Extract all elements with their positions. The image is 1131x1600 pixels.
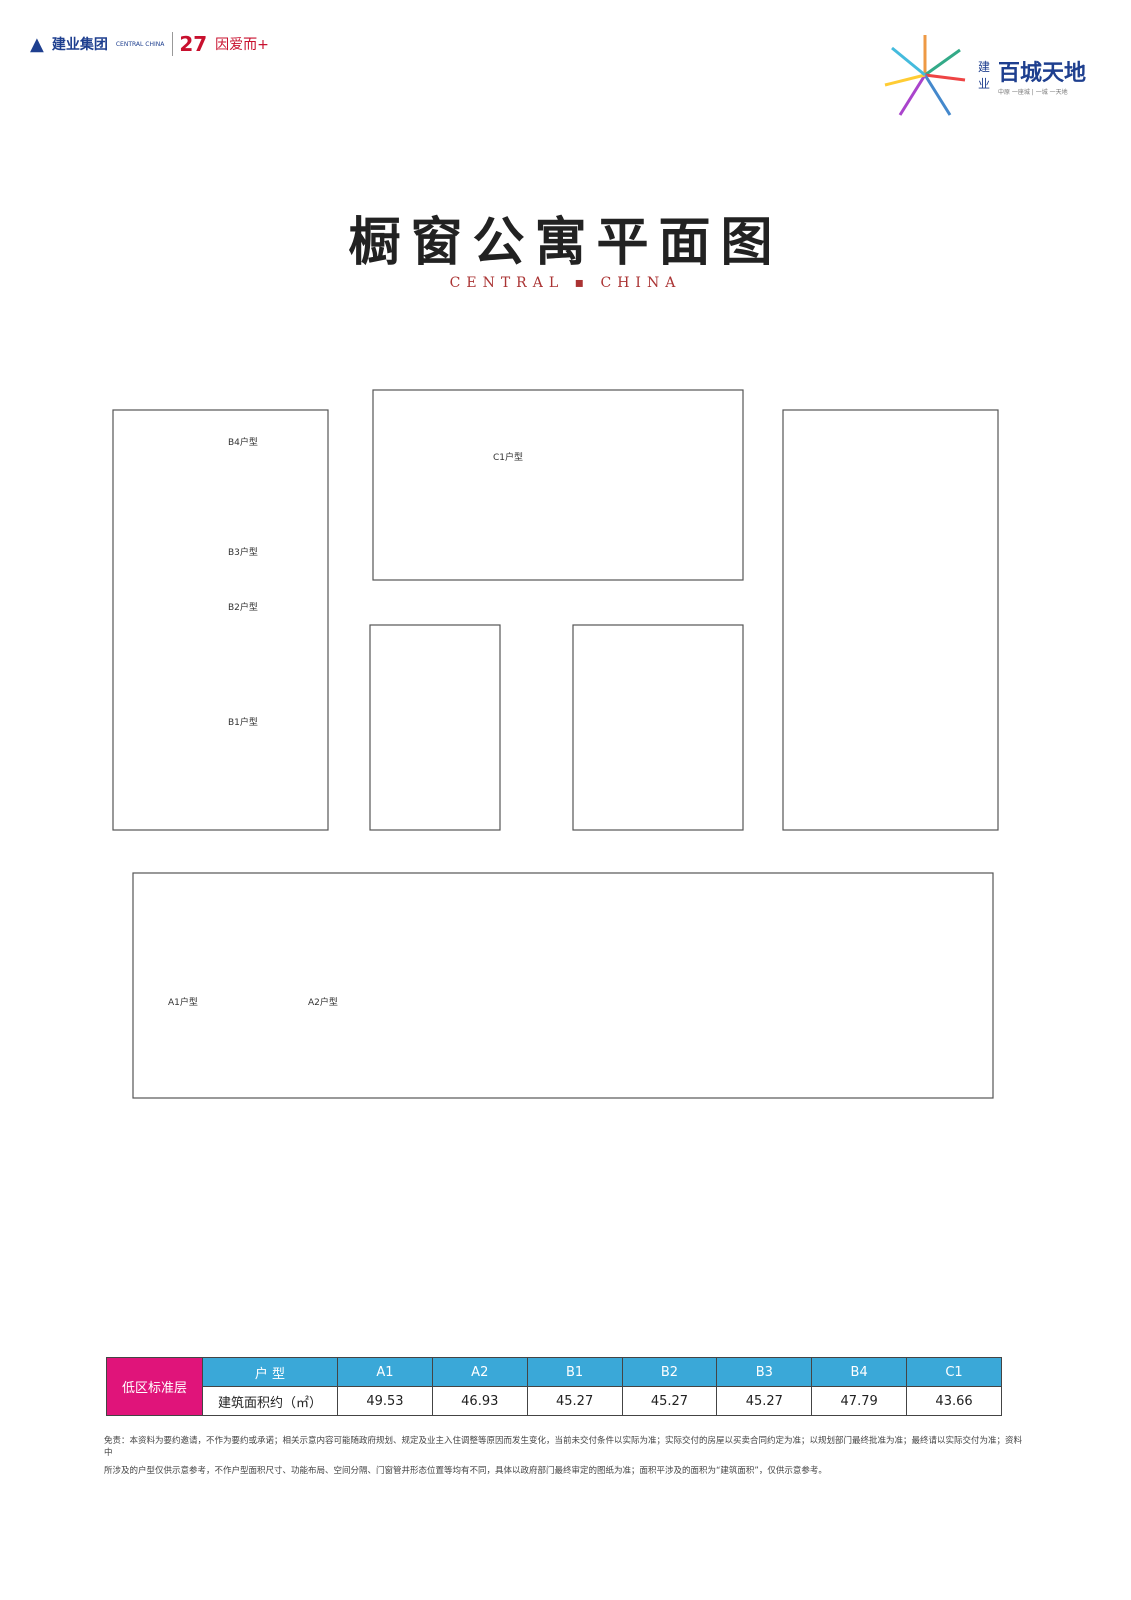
brand-cn: 建业集团 <box>51 37 108 53</box>
unit-label-B2: B2户型 <box>228 601 258 613</box>
floor-label: 低区标准层 <box>106 1357 203 1416</box>
area-table: 低区标准层 户 型 A1 A2 B1 B2 B3 B4 C1 建筑面积约（㎡） … <box>106 1357 1002 1416</box>
type-B2: B2 <box>621 1357 718 1387</box>
area-B4: 47.79 <box>811 1386 908 1416</box>
area-A1: 49.53 <box>337 1386 433 1416</box>
row-label: 建筑面积约（㎡） <box>202 1386 338 1416</box>
brand-en: CENTRAL CHINA <box>115 40 165 48</box>
type-B1: B1 <box>526 1357 623 1387</box>
brand-logo-icon: ▲ <box>30 33 44 55</box>
unit-label-B3: B3户型 <box>228 546 258 558</box>
brand-header: ▲ 建业集团 CENTRAL CHINA 27 因爱而+ <box>30 32 269 56</box>
core-west <box>369 624 501 831</box>
slogan-text: 因爱而+ <box>215 37 269 53</box>
unit-label-A2: A2户型 <box>308 996 338 1008</box>
east-wing <box>782 409 999 831</box>
south-wing <box>132 872 994 1099</box>
type-A2: A2 <box>431 1357 528 1387</box>
unit-label-C1: C1户型 <box>493 451 523 463</box>
unit-label-B4: B4户型 <box>228 436 258 448</box>
page-subtitle: CENTRAL ▪ CHINA <box>449 275 682 291</box>
core-east <box>572 624 744 831</box>
project-prefix: 建 业 <box>977 60 990 91</box>
area-B2: 45.27 <box>621 1386 718 1416</box>
starburst-icon <box>884 35 966 116</box>
unit-label-B1: B1户型 <box>228 716 258 728</box>
page-title: 橱窗公寓平面图 <box>348 212 783 273</box>
area-B3: 45.27 <box>716 1386 813 1416</box>
project-logo: 建 业 百城天地 中原 一座城 | 一城 一天地 <box>880 30 1086 120</box>
north-wing <box>372 389 744 581</box>
area-B1: 45.27 <box>526 1386 623 1416</box>
disclaimer-2: 所涉及的户型仅供示意参考，不作户型面积尺寸、功能布局、空间分隔、门窗管井形态位置… <box>104 1466 827 1476</box>
area-A2: 46.93 <box>431 1386 528 1416</box>
type-A1: A1 <box>337 1357 433 1387</box>
area-C1: 43.66 <box>906 1386 1002 1416</box>
project-name: 百城天地 <box>997 60 1086 86</box>
type-B3: B3 <box>716 1357 813 1387</box>
floor-plan: B4户型 B3户型 B2户型 B1户型 C1户型 A1户型 A2户型 <box>112 389 999 1099</box>
slogan-num: 27 <box>172 32 207 56</box>
type-C1: C1 <box>906 1357 1002 1387</box>
project-tag: 中原 一座城 | 一城 一天地 <box>997 88 1068 96</box>
header-label: 户 型 <box>202 1357 338 1387</box>
unit-label-A1: A1户型 <box>168 996 198 1008</box>
type-B4: B4 <box>811 1357 908 1387</box>
disclaimer: 免责：本资料为要约邀请，不作为要约或承诺；相关示意内容可能随政府规划、规定及业主… <box>104 1436 1023 1458</box>
west-wing <box>112 409 329 831</box>
